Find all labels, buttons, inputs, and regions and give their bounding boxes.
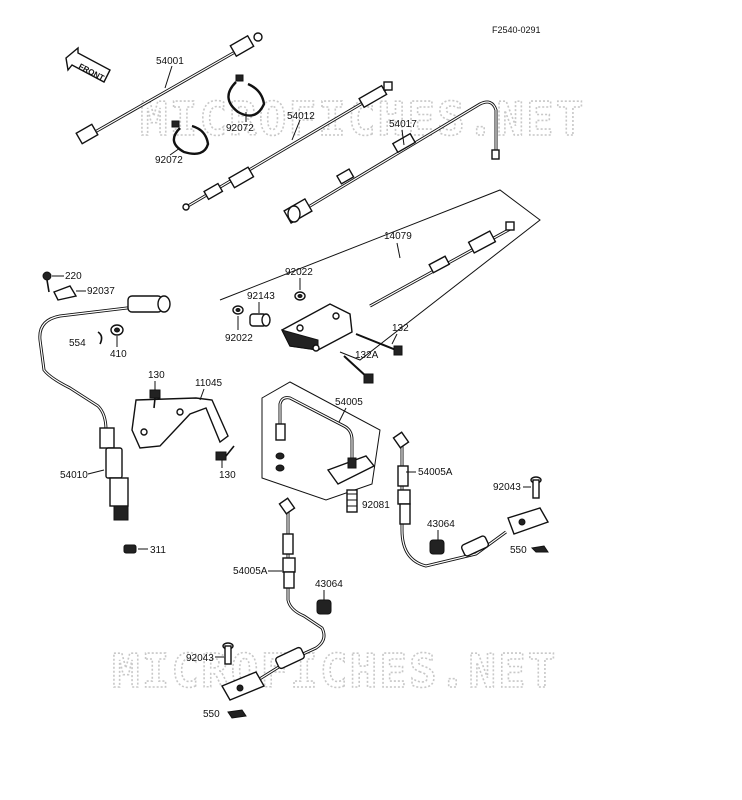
label-130-upper: 130 [148, 370, 165, 381]
label-54005A-right: 54005A [418, 467, 453, 478]
label-43064-left: 43064 [315, 579, 343, 590]
label-92043-right: 92043 [493, 482, 521, 493]
spring-92081 [346, 489, 358, 513]
label-554: 554 [69, 338, 86, 349]
cable-joint-bracket [281, 303, 353, 352]
screw-220 [42, 271, 52, 293]
washer-410 [110, 324, 124, 336]
washer-92022-upper [294, 291, 306, 301]
pin-92043-left [222, 642, 234, 665]
watermark-bottom: MICROFICHES.NET [112, 644, 557, 698]
cotter-pin-554 [97, 331, 103, 345]
clamp-92072-lower [171, 120, 210, 155]
grommet-43064-right [429, 539, 445, 555]
label-92022-upper: 92022 [285, 267, 313, 278]
cable-54005A-left [220, 497, 326, 701]
cable-54005A-right [392, 431, 550, 568]
grommet-43064-left [316, 599, 332, 615]
clamp-92072-upper [227, 74, 266, 117]
label-92037: 92037 [87, 286, 115, 297]
label-92072-lower: 92072 [155, 155, 183, 166]
label-54010: 54010 [60, 470, 88, 481]
washer-92022-lower [232, 305, 244, 315]
bolt-130-lower [215, 445, 235, 461]
label-92081: 92081 [362, 500, 390, 511]
label-550-left: 550 [203, 709, 220, 720]
cable-14079 [369, 221, 515, 308]
label-92043-left: 92043 [186, 653, 214, 664]
label-54001: 54001 [156, 56, 184, 67]
cotter-pin-550-left [227, 709, 247, 719]
label-132: 132 [392, 323, 409, 334]
label-43064-right: 43064 [427, 519, 455, 530]
collar-92143 [249, 313, 271, 327]
bolt-132A [343, 355, 374, 384]
label-410: 410 [110, 349, 127, 360]
label-54017: 54017 [389, 119, 417, 130]
cotter-pin-550-right [530, 545, 549, 553]
pin-92043-right [530, 476, 542, 499]
bolt-132 [355, 333, 403, 356]
nut-311 [123, 544, 137, 554]
cable-54005 [275, 396, 376, 485]
cable-54010 [38, 295, 171, 521]
label-92022-lower: 92022 [225, 333, 253, 344]
clip-92037 [53, 285, 78, 301]
label-54012: 54012 [287, 111, 315, 122]
label-54005A-left: 54005A [233, 566, 268, 577]
label-220: 220 [65, 271, 82, 282]
label-132A: 132A [355, 350, 379, 361]
cable-54017 [283, 100, 500, 225]
front-arrow: FRONT [65, 46, 111, 83]
cable-54012 [182, 81, 393, 211]
label-54005: 54005 [335, 397, 363, 408]
group-outline-14079 [219, 189, 541, 361]
speedometer-cable-54001 [75, 32, 263, 145]
label-92143: 92143 [247, 291, 275, 302]
bracket-11045 [131, 397, 229, 449]
label-130-lower: 130 [219, 470, 236, 481]
diagram-reference: F2540-0291 [492, 25, 541, 35]
label-92072-upper: 92072 [226, 123, 254, 134]
label-550-right: 550 [510, 545, 527, 556]
label-14079: 14079 [384, 231, 412, 242]
label-11045: 11045 [195, 378, 223, 389]
label-311: 311 [150, 545, 166, 556]
group-outline-54005 [261, 381, 381, 501]
